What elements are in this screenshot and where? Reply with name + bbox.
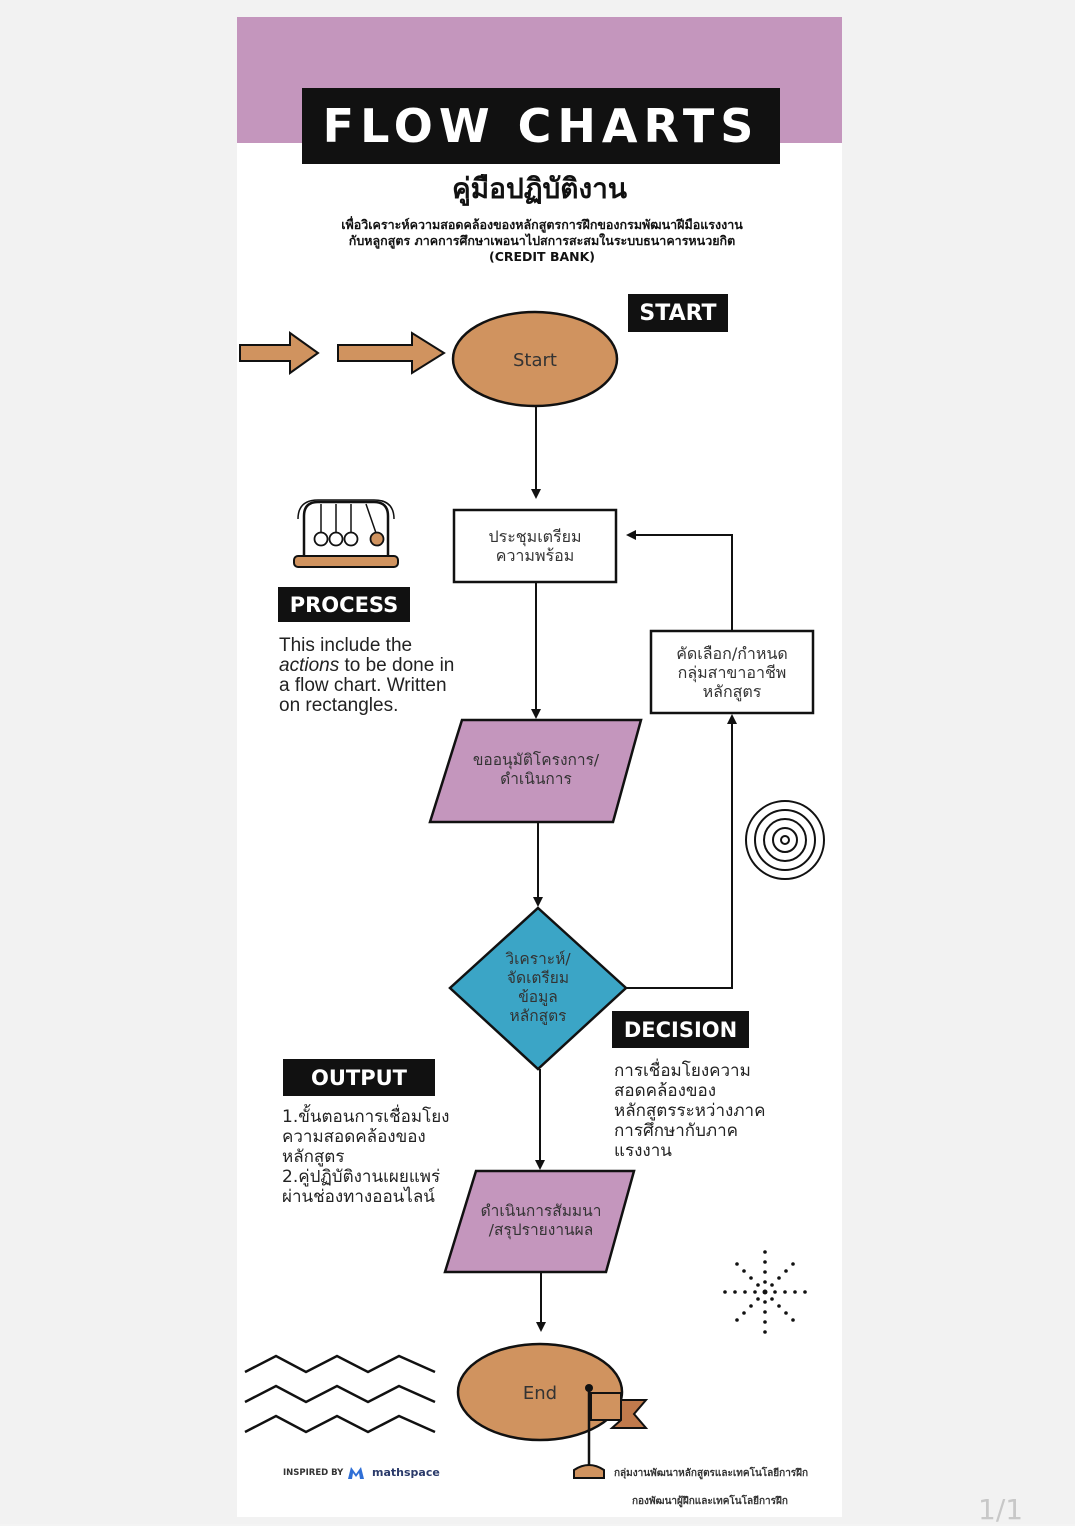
org-line-2: กองพัฒนาผู้ฝึกและเทคโนโลยีการฝึก <box>632 1496 788 1507</box>
process-note-line-3: a flow chart. Written <box>279 675 447 696</box>
process-note-line-1: This include the <box>279 635 413 656</box>
approve-label-line-2: ดำเนินการ <box>500 770 572 788</box>
mathspace-logo-icon <box>348 1467 364 1479</box>
start-tag: START <box>628 294 728 332</box>
prepare-label-line-2: ความพร้อม <box>495 546 575 565</box>
prepare-label: ประชุมเตรียม ความพร้อม <box>456 512 614 580</box>
analyze-label-line-3: ข้อมูล <box>518 988 558 1006</box>
concentric-circles-icon <box>745 800 825 880</box>
approve-label: ขออนุมัติโครงการ/ ดำเนินการ <box>450 740 622 800</box>
inspired-by-label: INSPIRED BY <box>283 1468 344 1478</box>
prepare-process-box <box>452 508 618 584</box>
output-note: 1.ขั้นตอนการเชื่อมโยง ความสอดคล้องของ หล… <box>282 1107 492 1207</box>
analyze-label-line-4: หลักสูตร <box>509 1007 567 1025</box>
page-number: 1/1 <box>978 1493 1024 1526</box>
process-note-emphasis: actions <box>279 655 340 676</box>
org-line-1: กลุ่มงานพัฒนาหลักสูตรและเทคโนโลยีการฝึก <box>614 1468 809 1479</box>
approve-label-line-1: ขออนุมัติโครงการ/ <box>472 751 600 769</box>
analyze-label: วิเคราะห์/ จัดเตรียม ข้อมูล หลักสูตร <box>488 946 588 1030</box>
decision-tag: DECISION <box>612 1011 749 1048</box>
select-label: คัดเลือก/กำหนด กลุ่มสาขาอาชีพ หลักสูตร <box>653 633 811 711</box>
output-tag: OUTPUT <box>283 1059 435 1096</box>
arrow-right-icon-1 <box>239 331 320 375</box>
analyze-label-line-2: จัดเตรียม <box>506 969 570 987</box>
output-note-line: 2.คู่ปฏิบัติงานเผยแพร่ <box>282 1167 441 1187</box>
mathspace-brand: mathspace <box>372 1466 440 1479</box>
main-title: FLOW CHARTS <box>302 88 780 164</box>
process-note: This include the actions to be done in a… <box>279 636 499 716</box>
select-label-line-2: กลุ่มสาขาอาชีพ <box>677 662 787 682</box>
decision-note-line: หลักสูตรระหว่างภาค <box>614 1101 766 1121</box>
output-note-line: หลักสูตร <box>282 1147 345 1167</box>
decision-note-line: แรงงาน <box>614 1141 672 1161</box>
output-note-line: 1.ขั้นตอนการเชื่อมโยง <box>282 1107 450 1127</box>
page-subtitle: คู่มือปฏิบัติงาน <box>451 172 628 205</box>
process-note-line-2-rest: to be done in <box>339 655 455 676</box>
analyze-label-line-1: วิเคราะห์/ <box>505 950 571 968</box>
description-line-3: (CREDIT BANK) <box>488 249 596 264</box>
select-label-line-3: หลักสูตร <box>702 681 762 701</box>
description-line-2: กับหลูกสูตร ภาคการศึกษาเพอนาไปสการสะสมใน… <box>348 233 736 248</box>
decision-note-line: การเชื่อมโยงความ <box>614 1061 751 1081</box>
seminar-label-line-1: ดำเนินการสัมมนา <box>480 1202 602 1220</box>
select-label-line-1: คัดเลือก/กำหนด <box>676 643 788 663</box>
connector-select-prepare <box>626 530 733 631</box>
decision-note-line: สอดคล้องของ <box>614 1081 717 1101</box>
end-label: End <box>522 1382 558 1404</box>
process-note-line-4: on rectangles. <box>279 695 399 716</box>
newtons-cradle-icon <box>293 499 399 568</box>
description-line-1: เพื่อวิเคราะห์ความสอดคล้องของหลักสูตรการ… <box>341 217 743 232</box>
dotted-burst-icon <box>723 1250 807 1334</box>
decision-note: การเชื่อมโยงความ สอดคล้องของ หลักสูตรระห… <box>614 1061 814 1161</box>
process-note-line-2: actions to be done in <box>279 656 499 676</box>
seminar-label-line-2: /สรุปรายงานผล <box>488 1221 594 1239</box>
approve-io-shape <box>428 718 643 824</box>
output-note-line: ความสอดคล้องของ <box>282 1127 426 1147</box>
output-note-line: ผ่านช่องทางออนไลน์ <box>282 1187 435 1207</box>
arrow-right-icon-2 <box>337 331 446 375</box>
description: เพื่อวิเคราะห์ความสอดคล้องของหลักสูตรการ… <box>262 217 822 265</box>
process-tag: PROCESS <box>278 587 410 622</box>
zigzag-decoration <box>244 1354 436 1434</box>
seminar-label: ดำเนินการสัมมนา /สรุปรายงานผล <box>462 1196 620 1246</box>
decision-note-line: การศึกษากับภาค <box>614 1121 739 1141</box>
analyze-decision-diamond <box>448 906 628 1071</box>
connector-decision-select <box>626 714 737 989</box>
start-label: Start <box>513 349 557 371</box>
prepare-label-line-1: ประชุมเตรียม <box>488 527 582 546</box>
seminar-io-shape <box>443 1169 636 1274</box>
flag-icon <box>573 1384 649 1479</box>
